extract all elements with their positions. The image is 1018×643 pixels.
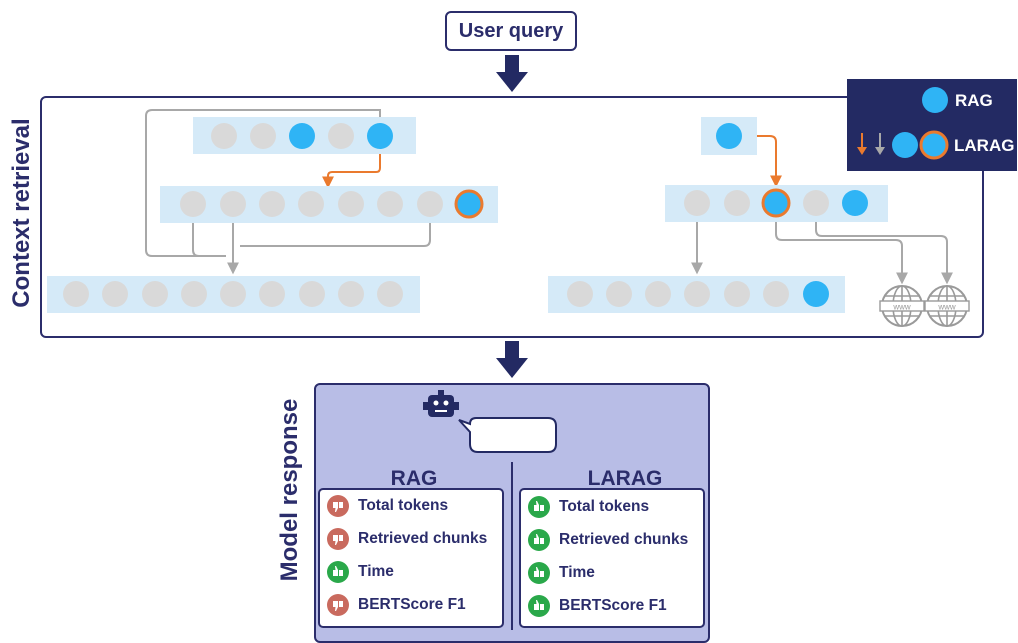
rag-tree: [47, 109, 498, 313]
metric-label: Retrieved chunks: [559, 531, 689, 548]
user-query-box: User query: [445, 11, 577, 51]
thumbs-down-icon: [327, 528, 349, 550]
list-item: Retrieved chunks: [523, 528, 703, 554]
thumbs-up-icon: [528, 529, 550, 551]
metric-label: BERTScore F1: [559, 597, 667, 614]
thumbs-up-icon: [327, 561, 349, 583]
list-item: Time: [322, 560, 502, 586]
rag-column-title: RAG: [390, 467, 438, 490]
list-item: BERTScore F1: [523, 594, 703, 620]
legend-rag-label: RAG: [955, 91, 993, 110]
retrieval-diagram: www www RAG LARAG: [47, 55, 1017, 630]
legend-larag-node: [892, 132, 918, 158]
speech-bubble-icon: [458, 417, 557, 453]
list-item: Time: [523, 561, 703, 587]
down-arrow-icon: [496, 341, 528, 378]
metric-label: Total tokens: [559, 498, 650, 515]
down-arrow-icon: [496, 55, 528, 92]
metric-label: Total tokens: [358, 497, 449, 514]
list-item: BERTScore F1: [322, 593, 502, 619]
legend-arrows-icon: [857, 133, 885, 155]
metric-label: Time: [358, 563, 394, 580]
robot-icon: [423, 390, 459, 417]
legend-larag-selected-node: [919, 130, 949, 160]
thumbs-up-icon: [528, 595, 550, 617]
user-query-label: User query: [458, 19, 564, 42]
list-item: Total tokens: [523, 495, 703, 521]
metric-label: Time: [559, 564, 595, 581]
web-globe-icon: www: [879, 285, 925, 327]
larag-tree: www www: [548, 117, 970, 327]
larag-column-title: LARAG: [587, 467, 663, 490]
thumbs-up-icon: [528, 562, 550, 584]
svg-text:www: www: [892, 303, 911, 312]
thumbs-down-icon: [327, 495, 349, 517]
rag-metrics-card: [318, 488, 504, 628]
thumbs-up-icon: [528, 496, 550, 518]
web-globe-icon: www: [924, 285, 970, 327]
metric-label: Retrieved chunks: [358, 530, 488, 547]
chunk-row: [160, 186, 498, 223]
list-item: Retrieved chunks: [322, 527, 502, 553]
svg-text:www: www: [937, 303, 956, 312]
legend-larag-label: LARAG: [954, 136, 1014, 155]
thumbs-down-icon: [327, 594, 349, 616]
legend-rag-node: [922, 87, 948, 113]
metric-label: BERTScore F1: [358, 596, 466, 613]
list-item: Total tokens: [322, 494, 502, 520]
larag-metrics-card: [519, 488, 705, 628]
